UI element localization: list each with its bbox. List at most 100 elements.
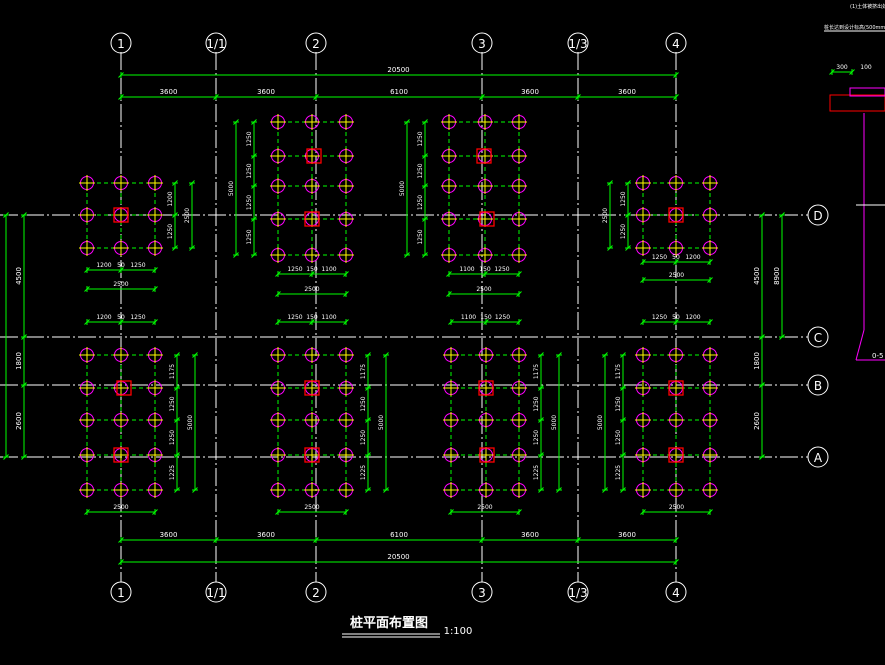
dimension-tick (625, 180, 631, 186)
dimension-tick (3, 212, 9, 218)
dimension-tick (343, 509, 349, 515)
dimension-tick (620, 487, 626, 493)
dimension-tick (174, 352, 180, 358)
axis-bubble-bottom (665, 581, 687, 603)
dimension-tick (640, 319, 646, 325)
dimension-tick (707, 259, 713, 265)
dimension-tick (213, 537, 219, 543)
dimension-tick (422, 216, 428, 222)
dimension-tick (620, 352, 626, 358)
axis-bubble-bottom (471, 581, 493, 603)
dimension-tick (516, 319, 522, 325)
dimension-tick (152, 267, 158, 273)
dimension-tick (174, 385, 180, 391)
column-square (668, 447, 684, 463)
axis-bubble-bottom (305, 581, 327, 603)
axis-bubble-bottom (110, 581, 132, 603)
column-square (113, 207, 129, 223)
cap-bounds (415, 88, 553, 289)
dimension-tick (602, 352, 608, 358)
axis-label-top: 4 (672, 37, 680, 51)
lower-cap-4-vdim-label: 1175 (615, 364, 622, 379)
dimension-tick (620, 417, 626, 423)
dimension-tick (84, 267, 90, 273)
dimension-tick (152, 509, 158, 515)
edge-detail-cap (849, 87, 885, 97)
dimension-tick (759, 454, 765, 460)
column-square (668, 207, 684, 223)
small-cap-left-dim-label: 1250 (130, 262, 145, 269)
small-cap-left-vdim-label: 1250 (167, 224, 174, 239)
dimension-tick (479, 94, 485, 100)
dimension-tick (620, 452, 626, 458)
dimension-tick (673, 319, 679, 325)
axis-bubble-top (205, 32, 227, 54)
small-cap-left-vdim-label: 1200 (167, 191, 174, 206)
dimension-tick (759, 382, 765, 388)
upper-cap-1-hdim-label: 1100 (321, 266, 336, 273)
bottom-bay-dim-label: 3600 (618, 531, 636, 539)
axis-bubble-top (305, 32, 327, 54)
axis-label-top: 1/1 (206, 37, 225, 51)
lower-cap-1-hdim-label: 1250 (130, 314, 145, 321)
lower-cap-2-mid-label: 150 (306, 314, 318, 321)
dimension-tick (383, 352, 389, 358)
column-square (668, 380, 684, 396)
small-cap-right-vdim-label: 1250 (620, 224, 627, 239)
dimension-tick (152, 319, 158, 325)
axis-label-bottom: 1/3 (568, 586, 587, 600)
lower-cap-1-mid-label: 50 (117, 314, 125, 321)
lower-cap-1-hdim-label: 1200 (96, 314, 111, 321)
upper-cap-2-hdim-label: 1100 (459, 266, 474, 273)
lower-cap-2-vdim-label: 1250 (360, 430, 367, 445)
dimension-tick (479, 537, 485, 543)
upper-cap-2-vdim-label: 1250 (417, 229, 424, 244)
dimension-tick (673, 559, 679, 565)
axis-label-top: 2 (312, 37, 320, 51)
small-cap-right-dim-label: 1200 (685, 254, 700, 261)
lower-cap-2-height-label: 5000 (378, 415, 385, 430)
dimension-tick (233, 252, 239, 258)
axis-bubble-right (807, 446, 829, 468)
dimension-tick (21, 454, 27, 460)
right-outer-dim-label: 8900 (773, 267, 781, 285)
lower-cap-4-vdim-label: 1250 (615, 430, 622, 445)
dimension-tick (275, 271, 281, 277)
dimension-tick (707, 509, 713, 515)
upper-cap-2-vdim-label: 1250 (417, 195, 424, 210)
axis-label-bottom: 2 (312, 586, 320, 600)
upper-cap-2-width-label: 2500 (476, 286, 491, 293)
dimension-tick (538, 452, 544, 458)
dimension-tick (189, 180, 195, 186)
axis-bubble-right (807, 326, 829, 348)
upper-cap-1-vdim-label: 1250 (246, 163, 253, 178)
dimension-tick (21, 382, 27, 388)
dimension-tick (404, 252, 410, 258)
lower-cap-2-width-label: 2500 (304, 504, 319, 511)
lower-cap-3-hdim-label: 1100 (461, 314, 476, 321)
dimension-tick (759, 334, 765, 340)
lower-cap-4-height-label: 5000 (597, 415, 604, 430)
dimension-tick (343, 291, 349, 297)
dimension-tick (707, 319, 713, 325)
axis-bubble-top (471, 32, 493, 54)
dimension-tick (483, 319, 489, 325)
lower-cap-4-hdim-label: 1200 (685, 314, 700, 321)
dimension-tick (556, 487, 562, 493)
dimension-tick (172, 212, 178, 218)
lower-cap-2-hdim-label: 1250 (287, 314, 302, 321)
lower-cap-1-vdim-label: 1175 (169, 364, 176, 379)
small-cap-right-mid-label: 50 (672, 254, 680, 261)
dimension-tick (448, 509, 454, 515)
lower-cap-3-vdim-label: 1250 (533, 430, 540, 445)
lower-cap-3-mid-label: 150 (480, 314, 492, 321)
dimension-tick (21, 334, 27, 340)
dimension-tick (422, 183, 428, 189)
right-side-dim-label: 1800 (753, 352, 761, 370)
dimension-tick (673, 537, 679, 543)
column-square (113, 447, 129, 463)
dimension-tick (640, 509, 646, 515)
lower-cap-4-mid-label: 50 (672, 314, 680, 321)
dimension-tick (538, 417, 544, 423)
lower-cap-1-vdim-label: 1250 (169, 396, 176, 411)
